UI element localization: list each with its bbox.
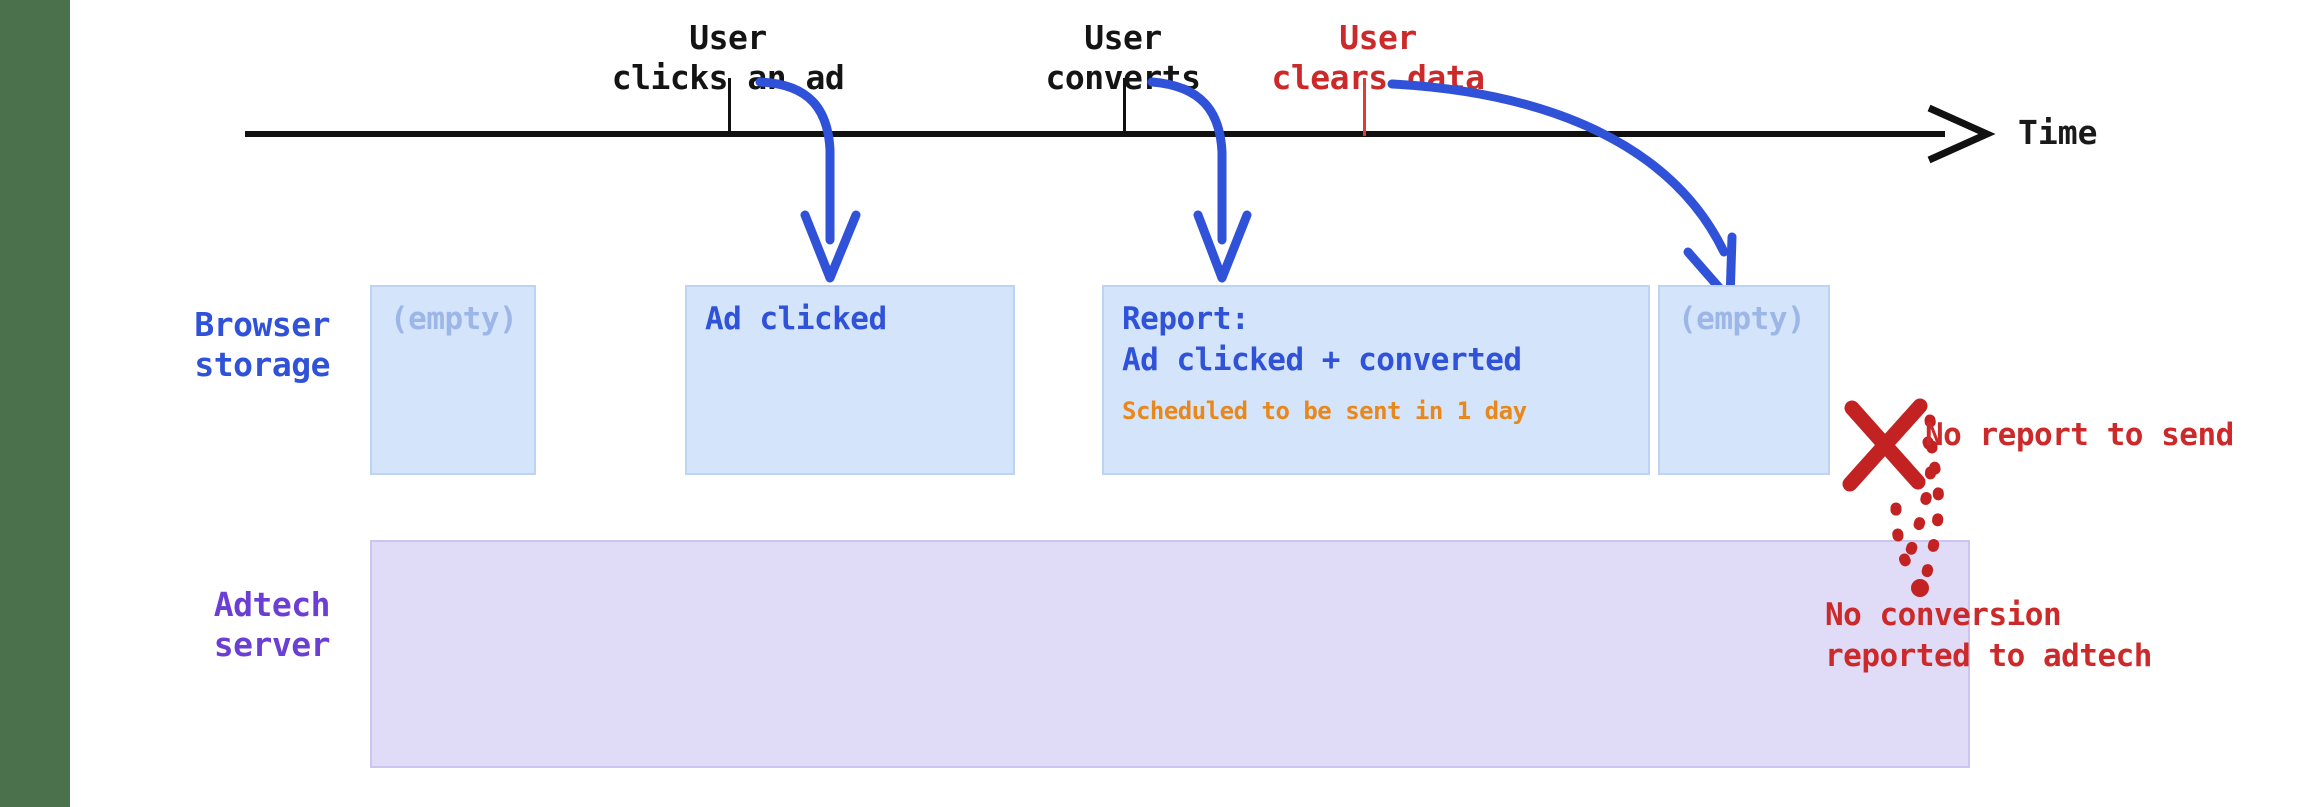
tick-user-clears-data: [1363, 78, 1366, 136]
storage-state-text: (empty): [390, 301, 518, 337]
timeline-axis-label: Time: [2018, 113, 2098, 152]
report-title: Report:: [1122, 301, 1250, 337]
arrow-convert-to-report: [1147, 77, 1252, 283]
adtech-server-box: [370, 540, 1970, 768]
timeline-axis: [245, 131, 1945, 137]
no-report-error-layer: [1842, 398, 1945, 597]
diagram-page: Time User clicks an ad User converts Use…: [70, 0, 2307, 807]
tick-user-converts: [1123, 78, 1126, 136]
storage-state-report: Report: Ad clicked + converted Scheduled…: [1102, 285, 1650, 475]
storage-state-text: Ad clicked: [705, 301, 887, 337]
event-label-user-clicks-ad: User clicks an ad: [611, 18, 845, 97]
row-label-browser-storage: Browser storage: [194, 305, 330, 384]
row-label-adtech-server: Adtech server: [213, 585, 331, 664]
trail-end-dot: [1911, 579, 1929, 597]
annotation-no-conversion-reported: No conversion reported to adtech: [1825, 597, 2152, 674]
tick-user-clicks-ad: [728, 78, 731, 136]
storage-state-ad-clicked: Ad clicked: [685, 285, 1015, 475]
report-detail: Ad clicked + converted: [1122, 342, 1522, 378]
storage-state-report-body: Report: Ad clicked + converted Scheduled…: [1122, 299, 1640, 432]
arrow-click-to-ad-clicked: [755, 77, 861, 283]
arrow-clear-to-empty: [1387, 79, 1737, 305]
dotted-failed-report-trail: [1890, 414, 1945, 588]
storage-state-empty-cleared: (empty): [1658, 285, 1830, 475]
storage-state-text: (empty): [1678, 301, 1806, 337]
report-schedule-note: Scheduled to be sent in 1 day: [1122, 397, 1527, 425]
timeline-arrowhead-icon: [1927, 104, 1996, 164]
cross-x-icon: [1842, 398, 1928, 492]
storage-state-empty-initial: (empty): [370, 285, 536, 475]
annotation-no-report-to-send: No report to send: [1925, 417, 2234, 453]
